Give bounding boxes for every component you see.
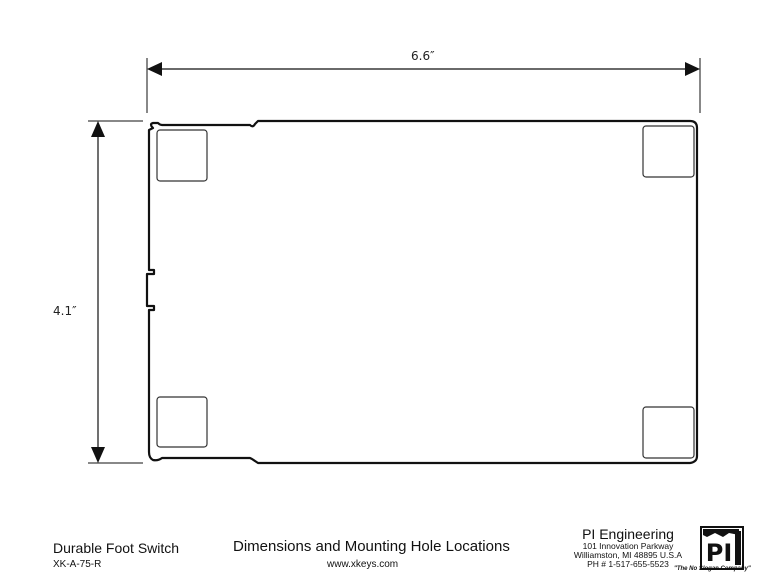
- company-info: PI Engineering 101 Innovation Parkway Wi…: [572, 526, 684, 569]
- svg-text:PI: PI: [706, 539, 733, 567]
- website-link[interactable]: www.xkeys.com: [327, 559, 399, 570]
- product-name: Durable Foot Switch: [53, 540, 180, 556]
- mounting-hole-top-right: [642, 125, 695, 178]
- mounting-hole-bottom-left: [156, 396, 208, 448]
- height-dimension: [88, 120, 143, 464]
- mounting-hole-top-left: [156, 129, 208, 182]
- height-dimension-label: 4.1″: [53, 304, 77, 318]
- company-name: PI Engineering: [582, 526, 674, 542]
- company-phone: PH # 1-517-655-5523: [587, 559, 669, 569]
- width-dimension: [146, 58, 701, 113]
- document-title: Dimensions and Mounting Hole Locations: [233, 538, 510, 555]
- company-address-line2: Williamston, MI 48895 U.S.A: [573, 550, 683, 560]
- product-code: XK-A-75-R: [53, 559, 102, 570]
- mounting-hole-bottom-right: [642, 406, 695, 459]
- company-address-line1: 101 Innovation Parkway: [582, 541, 674, 551]
- width-dimension-label: 6.6″: [411, 49, 435, 63]
- pi-engineering-logo-icon: PI: [700, 526, 744, 570]
- company-slogan: "The No Slogan Company": [674, 566, 751, 572]
- device-outline: [145, 119, 699, 465]
